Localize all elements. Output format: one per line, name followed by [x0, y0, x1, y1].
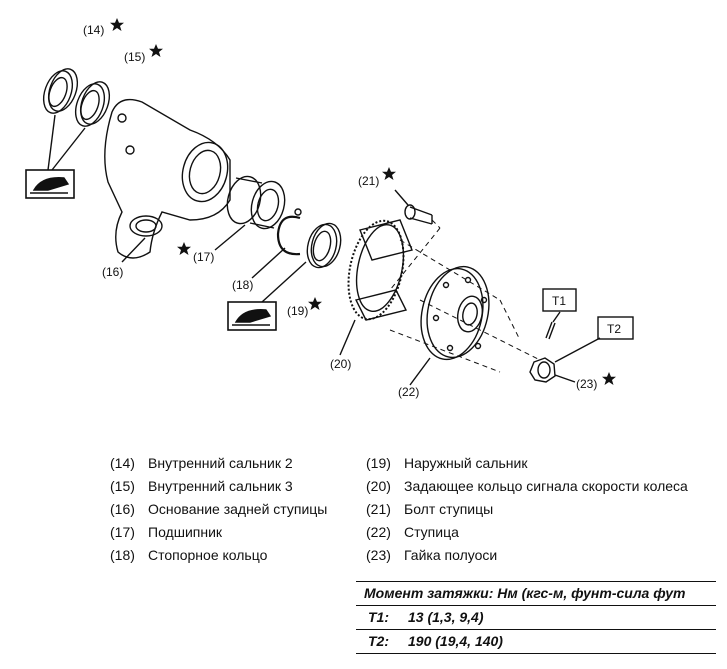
legend-item: (22)Ступица	[366, 524, 459, 540]
legend-item: (21)Болт ступицы	[366, 501, 494, 517]
hub-part	[420, 265, 490, 361]
grease-icon-2	[227, 301, 277, 331]
star-icon	[149, 44, 163, 57]
legend-item: (16)Основание задней ступицы	[110, 501, 328, 517]
grease-icon-1	[25, 169, 75, 199]
callout-17: (17)	[193, 250, 214, 264]
snap-ring-part	[276, 208, 302, 256]
star-icon	[382, 167, 396, 180]
bearing-part	[226, 175, 286, 230]
star-icon	[110, 18, 124, 31]
legend-right: (19)Наружный сальник (20)Задающее кольцо…	[366, 452, 688, 567]
callout-15: (15)	[124, 50, 145, 64]
legend-item: (18)Стопорное кольцо	[110, 547, 268, 563]
inner-seal-2-part	[42, 68, 79, 114]
legend-item: (20)Задающее кольцо сигнала скорости кол…	[366, 478, 688, 494]
legend-item: (14)Внутренний сальник 2	[110, 455, 293, 471]
legend-item: (17)Подшипник	[110, 524, 223, 540]
callout-22: (22)	[398, 385, 419, 399]
t1-label: T1	[552, 294, 566, 308]
callout-23: (23)	[576, 377, 597, 391]
legend-item: (15)Внутренний сальник 3	[110, 478, 293, 494]
axle-nut-part	[529, 357, 556, 383]
legend-item: (23)Гайка полуоси	[366, 547, 498, 563]
tone-ring-part	[347, 219, 413, 321]
callout-21: (21)	[358, 174, 379, 188]
hub-bolt-part	[404, 204, 433, 225]
t2-box	[597, 316, 634, 340]
t2-label: T2	[607, 322, 621, 336]
star-icon	[602, 372, 616, 385]
callout-20: (20)	[330, 357, 351, 371]
t1-box	[542, 288, 577, 312]
rear-hub-housing-part	[104, 98, 231, 259]
inner-seal-3-part	[74, 81, 111, 127]
torque-header: Момент затяжки: Нм (кгс-м, фунт-сила фут	[356, 582, 716, 606]
star-icon	[177, 242, 191, 255]
callout-18: (18)	[232, 278, 253, 292]
t1-screw-part	[545, 321, 556, 340]
torque-row-t2: T2:190 (19,4, 140)	[356, 630, 716, 654]
callout-19: (19)	[287, 304, 308, 318]
legend-left: (14)Внутренний сальник 2 (15)Внутренний …	[110, 452, 327, 567]
star-icon	[308, 297, 322, 310]
callout-16: (16)	[102, 265, 123, 279]
legend-item: (19)Наружный сальник	[366, 455, 528, 471]
outer-seal-part	[306, 222, 342, 269]
exploded-hub-diagram: (14) (15) (16) (17) (18) (19) (20) (21) …	[25, 18, 634, 399]
torque-row-t1: T1:13 (1,3, 9,4)	[356, 606, 716, 630]
callout-14: (14)	[83, 23, 104, 37]
torque-table: Момент затяжки: Нм (кгс-м, фунт-сила фут…	[356, 581, 716, 654]
